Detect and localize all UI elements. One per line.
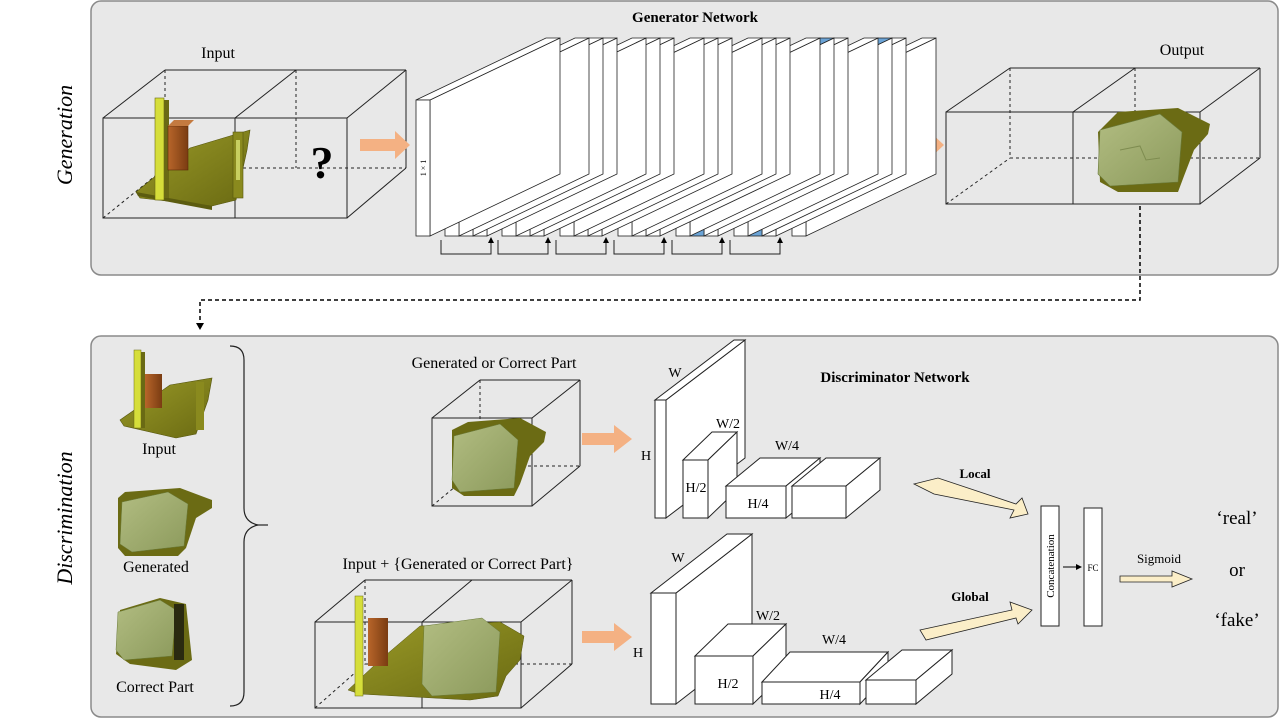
thumb-generated-label: Generated xyxy=(123,559,189,576)
skip-connection-line xyxy=(440,240,492,255)
global-h-label: H xyxy=(633,646,643,661)
skip-connection-line xyxy=(729,240,781,255)
global-block-4 xyxy=(864,648,954,706)
skip-connection-arrowhead xyxy=(661,237,667,243)
global-w-label: W xyxy=(671,551,685,566)
skip-connection-arrowhead xyxy=(545,237,551,243)
global-w2-label: W/2 xyxy=(756,609,780,624)
local-w4-label: W/4 xyxy=(775,439,799,454)
local-input-label: Generated or Correct Part xyxy=(412,355,577,372)
thumb-correct-label: Correct Part xyxy=(116,679,194,696)
global-block-2 xyxy=(693,622,788,706)
global-voxel-object xyxy=(347,595,525,701)
sigmoid-arrow xyxy=(1119,570,1194,588)
output-or: or xyxy=(1229,560,1246,581)
connector-arrowhead xyxy=(196,323,204,330)
local-voxel-object xyxy=(451,418,546,496)
local-w-label: W xyxy=(668,366,682,381)
gen-input-label: Input xyxy=(201,45,235,62)
gen-input-voxel-object xyxy=(135,97,251,210)
skip-connection-arrowhead xyxy=(603,237,609,243)
skip-connection-arrowhead xyxy=(777,237,783,243)
local-h-label: H xyxy=(641,449,651,464)
thumb-generated xyxy=(118,488,212,556)
gen-to-disc-connector xyxy=(199,206,1141,325)
global-h2-label: H/2 xyxy=(718,677,739,692)
output-fake: ‘fake’ xyxy=(1214,610,1259,631)
generator-skip-connections xyxy=(440,237,783,255)
gen-output-volume xyxy=(945,67,1261,205)
generation-side-label: Generation xyxy=(52,85,77,185)
global-h4-label: H/4 xyxy=(820,688,841,703)
global-feature-label: Global xyxy=(951,589,989,604)
local-block-4 xyxy=(790,456,882,520)
local-h2-label: H/2 xyxy=(686,481,707,496)
sigmoid-label: Sigmoid xyxy=(1137,551,1182,566)
global-input-arrow xyxy=(582,623,632,651)
skip-connection-line xyxy=(555,240,607,255)
skip-connection-line xyxy=(497,240,549,255)
generator-layer: 1 × 1 xyxy=(415,37,561,237)
discrimination-side-label: Discrimination xyxy=(52,451,77,585)
concatenation-label: Concatenation xyxy=(1045,534,1057,598)
generator-layer-label: 1 × 1 xyxy=(419,160,428,177)
missing-part-question-mark: ? xyxy=(311,137,334,188)
concatenation-block xyxy=(1040,505,1060,627)
gen-output-voxel-object xyxy=(1097,108,1210,192)
generator-layer-stack: 1 × 13 × 31 × 13 × 33 × 31 × 13 × 33 × 3… xyxy=(415,37,937,237)
skip-connection-arrowhead xyxy=(488,237,494,243)
output-real: ‘real’ xyxy=(1216,508,1257,529)
discriminator-title: Discriminator Network xyxy=(820,370,970,386)
global-feature-arrow xyxy=(919,601,1033,641)
fc-label: FC xyxy=(1087,563,1098,573)
skip-connection-line xyxy=(613,240,665,255)
gen-output-label: Output xyxy=(1160,42,1205,59)
local-feature-arrow xyxy=(912,477,1029,519)
local-input-arrow xyxy=(582,425,632,453)
local-w2-label: W/2 xyxy=(716,417,740,432)
discrimination-panel: Discrimination Discriminator Network Inp… xyxy=(52,335,1279,718)
gen-input-arrow xyxy=(360,131,410,159)
local-feature-label: Local xyxy=(959,466,990,481)
generator-layer-front xyxy=(415,99,431,237)
thumb-correct xyxy=(115,598,192,670)
generation-panel: Generation Generator Network Input Outpu… xyxy=(52,0,1279,330)
skip-connection-arrowhead xyxy=(719,237,725,243)
global-w4-label: W/4 xyxy=(822,633,846,648)
thumb-input-label: Input xyxy=(142,441,176,458)
thumb-input xyxy=(119,349,213,439)
global-input-label: Input + {Generated or Correct Part} xyxy=(343,556,574,573)
gen-input-volume xyxy=(102,69,407,219)
fc-block xyxy=(1083,507,1103,627)
local-h4-label: H/4 xyxy=(748,497,769,512)
concat-to-fc-arrowhead xyxy=(1076,564,1082,570)
skip-connection-line xyxy=(671,240,723,255)
generator-title: Generator Network xyxy=(632,10,759,26)
